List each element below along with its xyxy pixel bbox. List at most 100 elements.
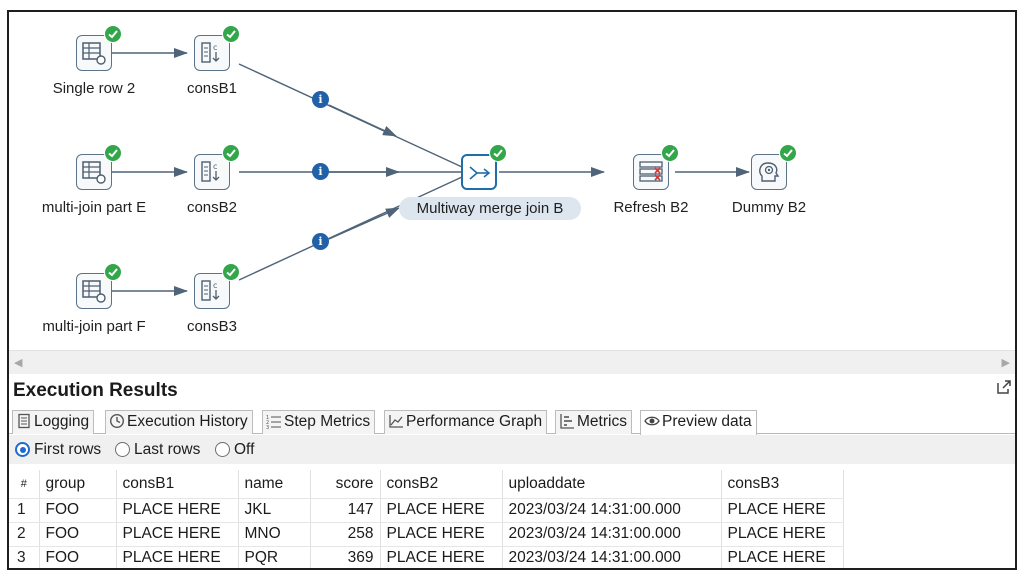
table-header-row: # group consB1 name score consB2 uploadd… — [9, 470, 844, 499]
radio-indicator — [115, 442, 130, 457]
table-cell: 2023/03/24 14:31:00.000 — [502, 522, 722, 547]
table-cell: PLACE HERE — [116, 546, 239, 568]
tab-preview-data[interactable]: Preview data — [640, 410, 757, 435]
step-label: Multiway merge join B — [399, 197, 581, 220]
radio-indicator — [15, 442, 30, 457]
canvas-horizontal-scrollbar[interactable]: ◀ ▶ — [9, 350, 1015, 374]
radio-first-rows[interactable]: First rows — [15, 441, 101, 459]
data-grid-icon — [76, 154, 112, 190]
radio-label: Off — [234, 441, 255, 458]
table-cell: PQR — [238, 546, 311, 568]
step-label: Single row 2 — [52, 80, 136, 97]
table-row[interactable]: 1 FOO PLACE HERE JKL 147 PLACE HERE 2023… — [9, 498, 844, 523]
step-label: multi-join part F — [42, 318, 146, 335]
svg-text:c: c — [213, 43, 217, 52]
step-label: Dummy B2 — [731, 199, 807, 216]
table-cell: PLACE HERE — [380, 546, 503, 568]
table-cell: 258 — [310, 522, 381, 547]
line-chart-icon — [388, 413, 404, 429]
hop-links — [99, 48, 750, 296]
table-cell: 2023/03/24 14:31:00.000 — [502, 546, 722, 568]
table-cell: 2023/03/24 14:31:00.000 — [502, 498, 722, 523]
table-cell: FOO — [39, 546, 117, 568]
step-label: multi-join part E — [41, 199, 147, 216]
success-check-icon — [222, 144, 240, 162]
table-row[interactable]: 2 FOO PLACE HERE MNO 258 PLACE HERE 2023… — [9, 522, 844, 547]
tab-execution-history[interactable]: Execution History — [105, 410, 253, 434]
column-header[interactable]: consB3 — [721, 470, 844, 499]
tab-label: Logging — [34, 413, 90, 430]
svg-text:3: 3 — [266, 425, 269, 429]
radio-off[interactable]: Off — [215, 441, 254, 459]
scroll-left-icon[interactable]: ◀ — [14, 357, 23, 369]
tab-label: Execution History — [127, 413, 248, 430]
pdi-window: i i i Single row 2 c consB1 multi-join p… — [7, 10, 1017, 570]
step-label: Refresh B2 — [613, 199, 689, 216]
column-header[interactable]: score — [310, 470, 381, 499]
table-cell: PLACE HERE — [721, 498, 844, 523]
table-row[interactable]: 3 FOO PLACE HERE PQR 369 PLACE HERE 2023… — [9, 546, 844, 568]
hop-info-icon[interactable]: i — [312, 233, 329, 250]
table-cell: JKL — [238, 498, 311, 523]
step-label: consB2 — [186, 199, 238, 216]
success-check-icon — [104, 263, 122, 281]
column-header[interactable]: name — [238, 470, 311, 499]
tab-performance-graph[interactable]: Performance Graph — [384, 410, 548, 434]
eye-icon — [644, 413, 660, 429]
step-label: consB3 — [186, 318, 238, 335]
column-header[interactable]: consB2 — [380, 470, 503, 499]
table-cell: PLACE HERE — [380, 522, 503, 547]
constant-icon: c — [194, 273, 230, 309]
column-header[interactable]: consB1 — [116, 470, 239, 499]
table-cell: 369 — [310, 546, 381, 568]
scroll-right-icon[interactable]: ▶ — [1001, 357, 1010, 369]
hop-info-icon[interactable]: i — [312, 163, 329, 180]
table-cell: PLACE HERE — [721, 522, 844, 547]
transformation-canvas[interactable]: i i i Single row 2 c consB1 multi-join p… — [9, 12, 1015, 364]
table-cell: PLACE HERE — [380, 498, 503, 523]
table-cell: PLACE HERE — [116, 522, 239, 547]
log-document-icon — [16, 413, 32, 429]
radio-label: First rows — [34, 441, 102, 458]
execution-results-title: Execution Results — [13, 380, 178, 401]
svg-text:2: 2 — [266, 420, 269, 426]
success-check-icon — [104, 144, 122, 162]
success-check-icon — [661, 144, 679, 162]
table-cell: MNO — [238, 522, 311, 547]
tab-label: Metrics — [577, 413, 627, 430]
preview-options-bar: First rows Last rows Off — [9, 435, 1015, 464]
hop-info-icon[interactable]: i — [312, 91, 329, 108]
success-check-icon — [222, 263, 240, 281]
success-check-icon — [104, 25, 122, 43]
column-header[interactable]: group — [39, 470, 117, 499]
column-header[interactable]: uploaddate — [502, 470, 722, 499]
radio-last-rows[interactable]: Last rows — [115, 441, 200, 459]
success-check-icon — [489, 144, 507, 162]
tab-label: Step Metrics — [284, 413, 371, 430]
table-cell: PLACE HERE — [116, 498, 239, 523]
preview-data-table: # group consB1 name score consB2 uploadd… — [9, 470, 844, 568]
dummy-head-icon — [751, 154, 787, 190]
success-check-icon — [222, 25, 240, 43]
table-cell: 2 — [9, 522, 40, 547]
radio-indicator — [215, 442, 230, 457]
data-grid-icon — [76, 273, 112, 309]
tab-logging[interactable]: Logging — [12, 410, 95, 434]
maximize-panel-icon[interactable] — [995, 378, 1013, 396]
column-header[interactable]: # — [9, 470, 40, 499]
constant-icon: c — [194, 35, 230, 71]
svg-text:c: c — [213, 281, 217, 290]
tab-label: Performance Graph — [406, 413, 543, 430]
radio-label: Last rows — [134, 441, 201, 458]
tab-metrics[interactable]: Metrics — [555, 410, 632, 434]
refresh-rows-icon — [633, 154, 669, 190]
table-cell: 147 — [310, 498, 381, 523]
table-cell: 1 — [9, 498, 40, 523]
merge-join-icon — [461, 154, 497, 190]
table-cell: 3 — [9, 546, 40, 568]
data-grid-icon — [76, 35, 112, 71]
table-cell: FOO — [39, 498, 117, 523]
